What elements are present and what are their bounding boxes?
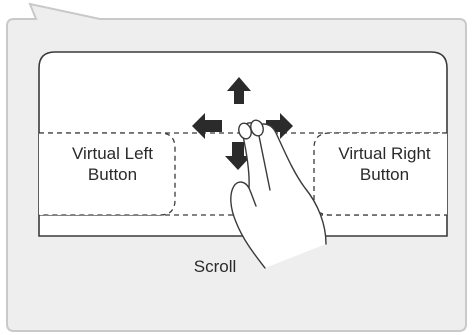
- virtual-left-button-zone: [39, 132, 176, 216]
- direction-arrows: [192, 77, 293, 170]
- virtual-left-button-label: Virtual Left Button: [72, 144, 153, 184]
- arrow-right-icon: [266, 113, 293, 139]
- scroll-label: Scroll: [193, 257, 237, 276]
- arrow-down-icon: [225, 142, 251, 170]
- arrow-up-icon: [227, 77, 251, 104]
- virtual-right-button-zone: [313, 132, 447, 216]
- arrow-left-icon: [192, 113, 222, 139]
- two-finger-hand-icon: [230, 119, 327, 269]
- virtual-right-button-label: Virtual Right Button: [338, 144, 431, 184]
